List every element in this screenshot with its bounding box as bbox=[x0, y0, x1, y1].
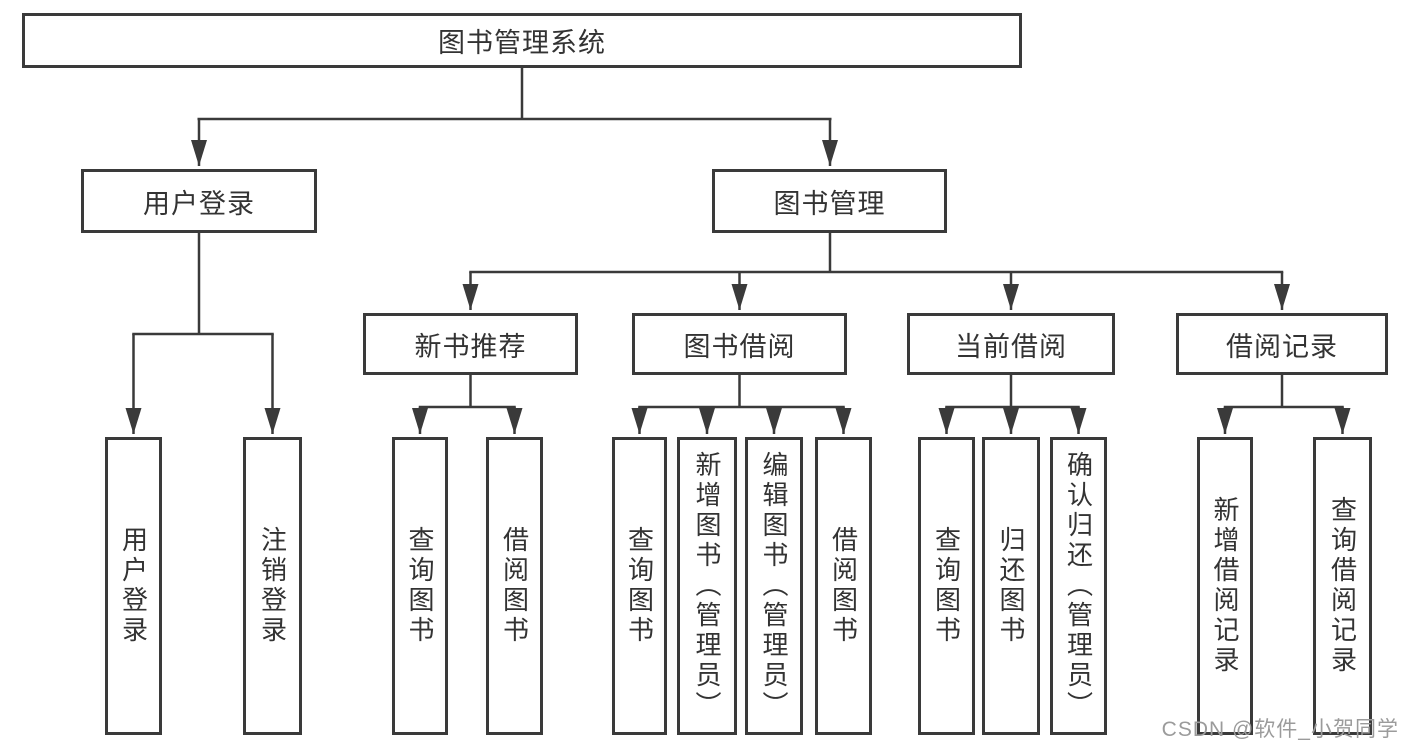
leaf-user-login: 用户登录 bbox=[105, 437, 162, 735]
node-borrow-records: 借阅记录 bbox=[1176, 313, 1388, 375]
leaf-borrow-books-recommend: 借阅图书 bbox=[486, 437, 543, 735]
leaf-edit-book-admin: 编辑图书（管理员） bbox=[745, 437, 803, 735]
node-book-management: 图书管理 bbox=[712, 169, 947, 233]
leaf-add-book-admin: 新增图书（管理员） bbox=[677, 437, 737, 735]
leaf-query-books-current: 查询图书 bbox=[918, 437, 975, 735]
leaf-query-borrow-record: 查询借阅记录 bbox=[1313, 437, 1372, 735]
leaf-query-books-recommend: 查询图书 bbox=[392, 437, 448, 735]
node-new-book-recommend: 新书推荐 bbox=[363, 313, 578, 375]
leaf-add-borrow-record: 新增借阅记录 bbox=[1197, 437, 1253, 735]
watermark-text: CSDN @软件_小贺同学 bbox=[1161, 718, 1399, 741]
node-user-login: 用户登录 bbox=[81, 169, 317, 233]
node-current-borrow: 当前借阅 bbox=[907, 313, 1115, 375]
leaf-return-book: 归还图书 bbox=[982, 437, 1040, 735]
leaf-confirm-return-admin: 确认归还（管理员） bbox=[1050, 437, 1107, 735]
node-book-borrow: 图书借阅 bbox=[632, 313, 847, 375]
leaf-borrow-books: 借阅图书 bbox=[815, 437, 872, 735]
leaf-query-books-borrow: 查询图书 bbox=[612, 437, 667, 735]
leaf-logout: 注销登录 bbox=[243, 437, 302, 735]
node-root: 图书管理系统 bbox=[22, 13, 1022, 68]
